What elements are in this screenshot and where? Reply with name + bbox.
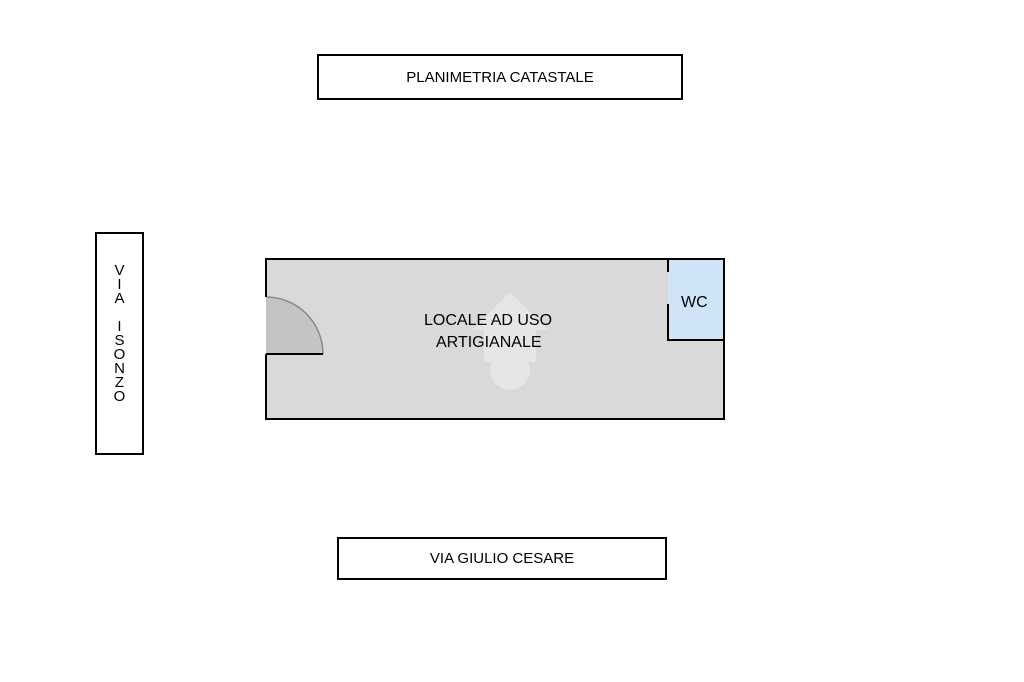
street-label-left-char: N	[114, 360, 125, 377]
watermark-icon	[472, 292, 548, 390]
wc-room	[668, 259, 724, 340]
main-room-label-line2: ARTIGIANALE	[436, 334, 542, 351]
street-label-left-char: I	[117, 318, 122, 335]
main-room-label-line1: LOCALE AD USO	[424, 312, 553, 329]
street-label-bottom: VIA GIULIO CESARE	[429, 550, 575, 567]
main-room	[266, 259, 724, 419]
street-label-left-char: O	[113, 388, 126, 405]
plan-title-box: PLANIMETRIA CATASTALE	[317, 54, 683, 100]
street-label-left-char: V	[114, 262, 125, 279]
plan-title: PLANIMETRIA CATASTALE	[406, 68, 594, 86]
street-label-left-char: I	[117, 276, 122, 293]
door-arc	[265, 296, 324, 355]
street-label-left-char: S	[114, 332, 125, 349]
wc-label: WC	[681, 294, 708, 311]
street-label-left-char: A	[114, 290, 125, 307]
door-swing	[266, 297, 323, 354]
street-label-left-char: O	[113, 346, 126, 363]
street-label-bottom-box: VIA GIULIO CESARE	[337, 537, 667, 580]
street-label-left-char: Z	[114, 374, 125, 391]
